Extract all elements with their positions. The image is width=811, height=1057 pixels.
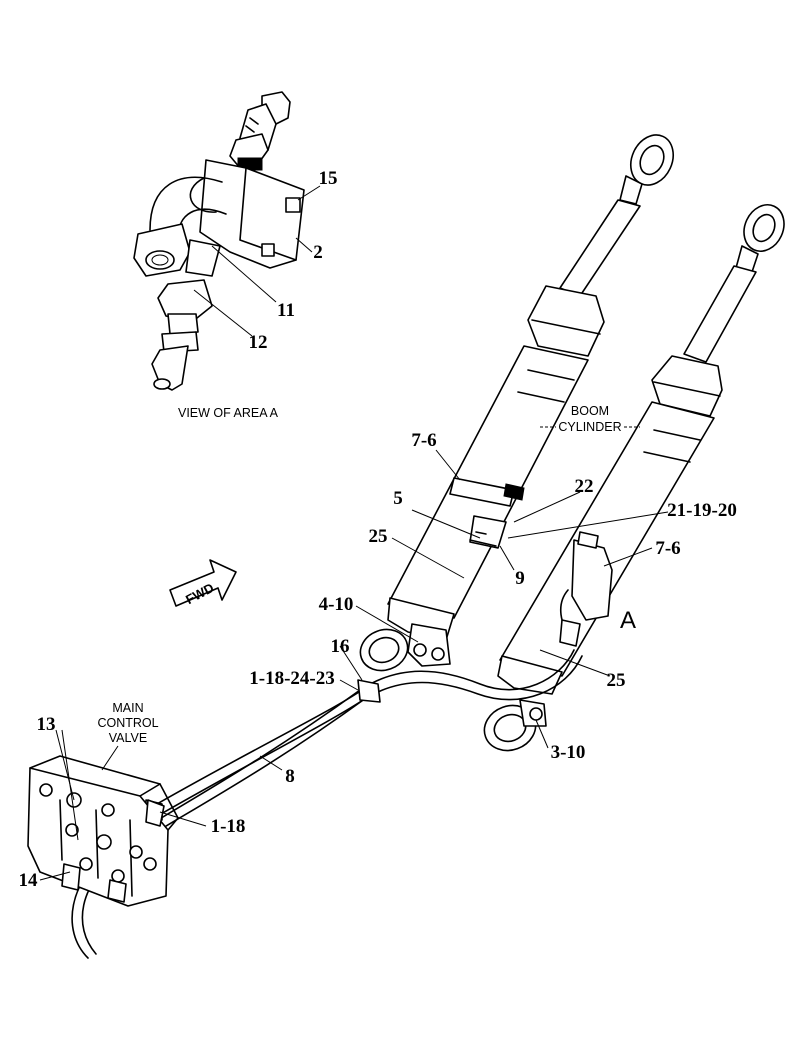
callout-1-18-24-23: 1-18-24-23 bbox=[249, 668, 334, 689]
left-head-gland bbox=[527, 285, 605, 357]
right-barrel bbox=[499, 401, 715, 677]
right-bottom-fitting bbox=[519, 699, 547, 727]
callout-11: 11 bbox=[277, 300, 295, 321]
left-clamp-plate bbox=[449, 477, 515, 507]
left-bottom-fitting bbox=[407, 623, 451, 667]
boom-cylinder-caption: BOOM CYLINDER bbox=[540, 404, 640, 434]
relief-valve-block bbox=[199, 159, 305, 269]
mcv-label-line3: VALVE bbox=[109, 731, 147, 745]
main-control-valve-caption: MAIN CONTROL VALVE bbox=[97, 701, 159, 771]
callout-3-10: 3-10 bbox=[551, 742, 586, 763]
leader-lines bbox=[39, 449, 669, 881]
right-boom-cylinder bbox=[483, 204, 785, 752]
callout-25-right: 25 bbox=[607, 670, 626, 691]
main-control-valve bbox=[27, 755, 179, 907]
callout-13: 13 bbox=[37, 714, 56, 735]
tube-clamp-upper bbox=[357, 679, 381, 703]
callout-21-19-20: 21-19-20 bbox=[667, 500, 737, 521]
right-relief-valve bbox=[559, 531, 613, 647]
forward-arrow: FWD bbox=[169, 559, 237, 607]
callout-15: 15 bbox=[319, 168, 338, 189]
callout-5: 5 bbox=[393, 488, 403, 509]
callout-14: 14 bbox=[19, 870, 39, 891]
boom-label-line1: BOOM bbox=[571, 404, 609, 418]
callout-1-18: 1-18 bbox=[211, 816, 246, 837]
left-pin-eye bbox=[359, 628, 409, 672]
view-label: VIEW OF AREA A bbox=[178, 406, 279, 420]
left-barrel bbox=[387, 345, 589, 619]
area-a-marker: A bbox=[620, 607, 636, 634]
callout-16: 16 bbox=[331, 636, 350, 657]
plug-15 bbox=[285, 197, 301, 213]
callout-12: 12 bbox=[249, 332, 268, 353]
right-base bbox=[497, 655, 563, 695]
mcv-label-line2: CONTROL bbox=[97, 716, 158, 730]
callout-4-10: 4-10 bbox=[319, 594, 354, 615]
right-rod-eye bbox=[735, 204, 785, 273]
callout-22: 22 bbox=[575, 476, 594, 497]
mcv-label-line1: MAIN bbox=[112, 701, 143, 715]
left-rod bbox=[559, 199, 641, 297]
callout-9: 9 bbox=[515, 568, 525, 589]
right-rod bbox=[683, 265, 757, 363]
solenoid-connector bbox=[229, 91, 291, 171]
boom-label-line2: CYLINDER bbox=[558, 420, 621, 434]
elbow-tube bbox=[133, 176, 227, 277]
callout-2: 2 bbox=[313, 242, 323, 263]
lower-fittings bbox=[151, 239, 221, 391]
leader-12 bbox=[193, 289, 253, 337]
leader-15 bbox=[297, 185, 321, 201]
left-boom-cylinder bbox=[359, 134, 674, 672]
callout-8: 8 bbox=[285, 766, 295, 787]
leader-11 bbox=[211, 245, 277, 303]
right-head-gland bbox=[651, 355, 723, 417]
leader-2 bbox=[295, 237, 313, 253]
left-rod-eye bbox=[619, 134, 674, 205]
detail-view-area-a: VIEW OF AREA A bbox=[133, 91, 321, 420]
callout-7-6-right: 7-6 bbox=[655, 538, 680, 559]
callouts: 15 2 11 12 7-6 22 5 21-19-20 25 9 7-6 4-… bbox=[19, 168, 737, 891]
left-port-bracket bbox=[469, 515, 507, 549]
callout-25-left: 25 bbox=[369, 526, 388, 547]
callout-7-6-upper: 7-6 bbox=[411, 430, 436, 451]
